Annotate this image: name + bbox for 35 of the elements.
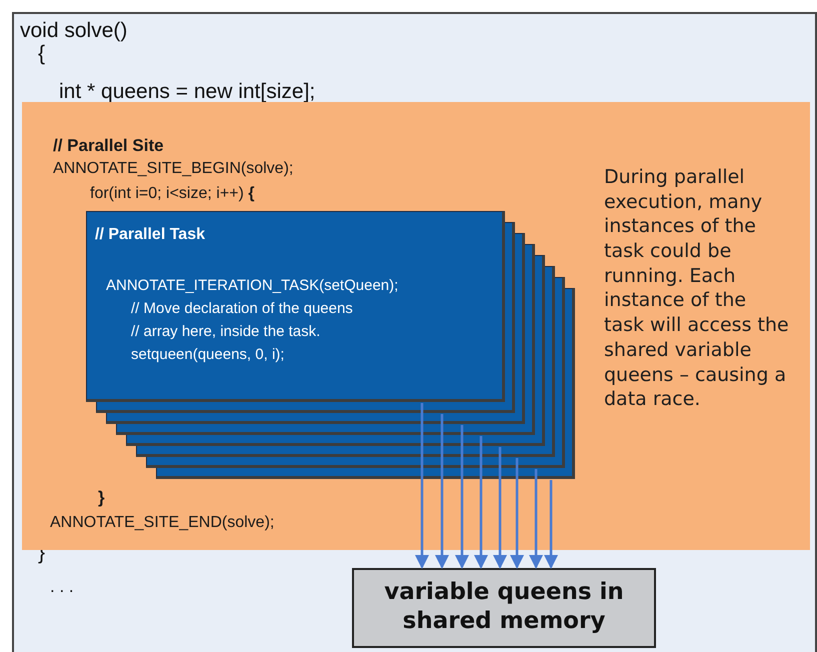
task-card xyxy=(86,211,505,402)
stacked-task-card xyxy=(126,435,545,446)
function-frame xyxy=(12,12,817,652)
code-line: setqueen(queens, 0, i); xyxy=(131,346,284,364)
explanation-note: During parallel execution, many instances of the task could be running. Each instance of the task will access the shared variable queens – causing a data race. xyxy=(604,165,790,412)
memory-box xyxy=(352,568,656,648)
stacked-task-card xyxy=(156,468,575,479)
stacked-task-card xyxy=(116,424,535,435)
code-line: ANNOTATE_ITERATION_TASK(setQueen); xyxy=(106,277,398,294)
code-line: void solve() xyxy=(20,19,128,44)
arrow xyxy=(474,436,488,569)
arrow xyxy=(415,403,429,569)
code-line: { xyxy=(38,42,46,66)
stacked-task-card xyxy=(146,457,565,468)
arrow xyxy=(435,414,449,569)
arrow xyxy=(455,425,469,569)
memory-label: variable queens in shared memory xyxy=(383,578,625,636)
code-line: . . . xyxy=(50,577,74,597)
code-line: ANNOTATE_SITE_END(solve); xyxy=(50,514,274,532)
code-line: for(int i=0; i<size; i++) { xyxy=(90,185,255,204)
section-comment: // Parallel Task xyxy=(95,226,205,244)
code-line: } xyxy=(98,488,105,508)
code-line: ANNOTATE_SITE_BEGIN(solve); xyxy=(53,160,294,178)
stacked-task-card xyxy=(96,402,515,413)
stacked-task-card xyxy=(106,413,525,424)
stacked-task-card xyxy=(136,446,555,457)
code-line: // Move declaration of the queens xyxy=(131,300,353,318)
code-line: // array here, inside the task. xyxy=(131,323,320,340)
code-line: int * queens = new int[size]; xyxy=(59,80,316,104)
arrow xyxy=(510,458,524,569)
arrow xyxy=(544,480,558,569)
section-comment: // Parallel Site xyxy=(53,136,164,156)
arrow xyxy=(529,469,543,569)
arrow xyxy=(493,447,507,569)
parallel-site-region xyxy=(22,102,810,550)
